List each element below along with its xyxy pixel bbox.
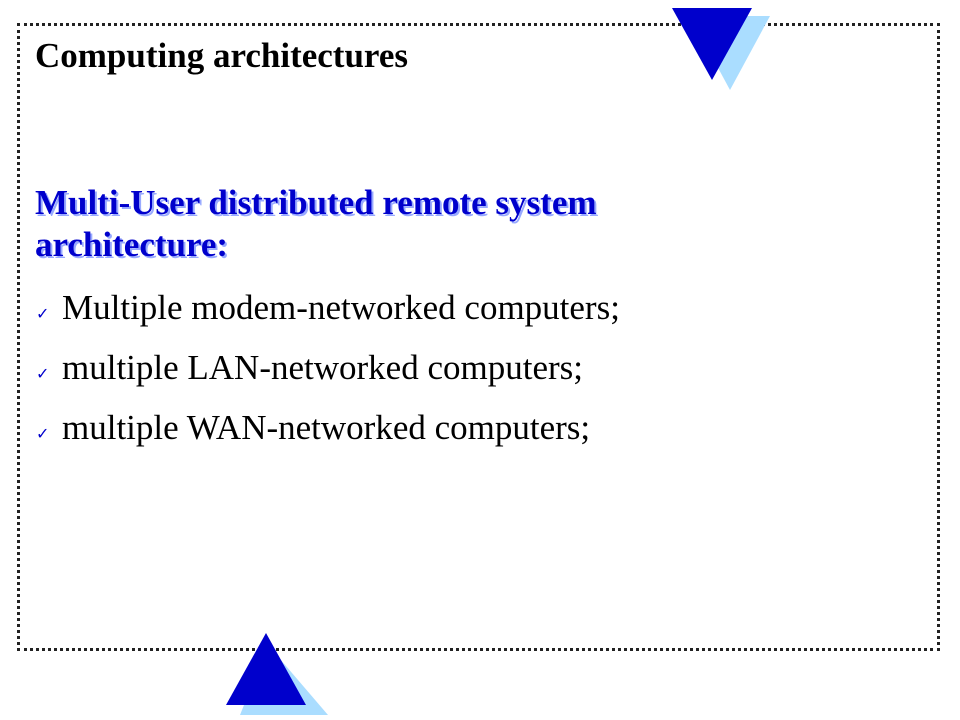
bullet-list: ✓ Multiple modem-networked computers; ✓ …	[36, 290, 620, 470]
check-icon: ✓	[36, 364, 50, 383]
list-item: ✓ Multiple modem-networked computers;	[36, 290, 620, 350]
up-triangle-icon	[226, 633, 328, 715]
check-icon: ✓	[36, 304, 50, 323]
list-item: ✓ multiple LAN-networked computers;	[36, 350, 620, 410]
section-heading: Multi-User distributed remote system arc…	[35, 183, 597, 264]
list-item-text: Multiple modem-networked computers;	[62, 288, 620, 327]
slide-frame	[17, 23, 940, 651]
list-item: ✓ multiple WAN-networked computers;	[36, 410, 620, 470]
list-item-text: multiple LAN-networked computers;	[62, 348, 583, 387]
check-icon: ✓	[36, 424, 50, 443]
list-item-text: multiple WAN-networked computers;	[62, 408, 591, 447]
page-title: Computing architectures	[35, 36, 408, 75]
down-triangle-icon	[672, 8, 770, 90]
